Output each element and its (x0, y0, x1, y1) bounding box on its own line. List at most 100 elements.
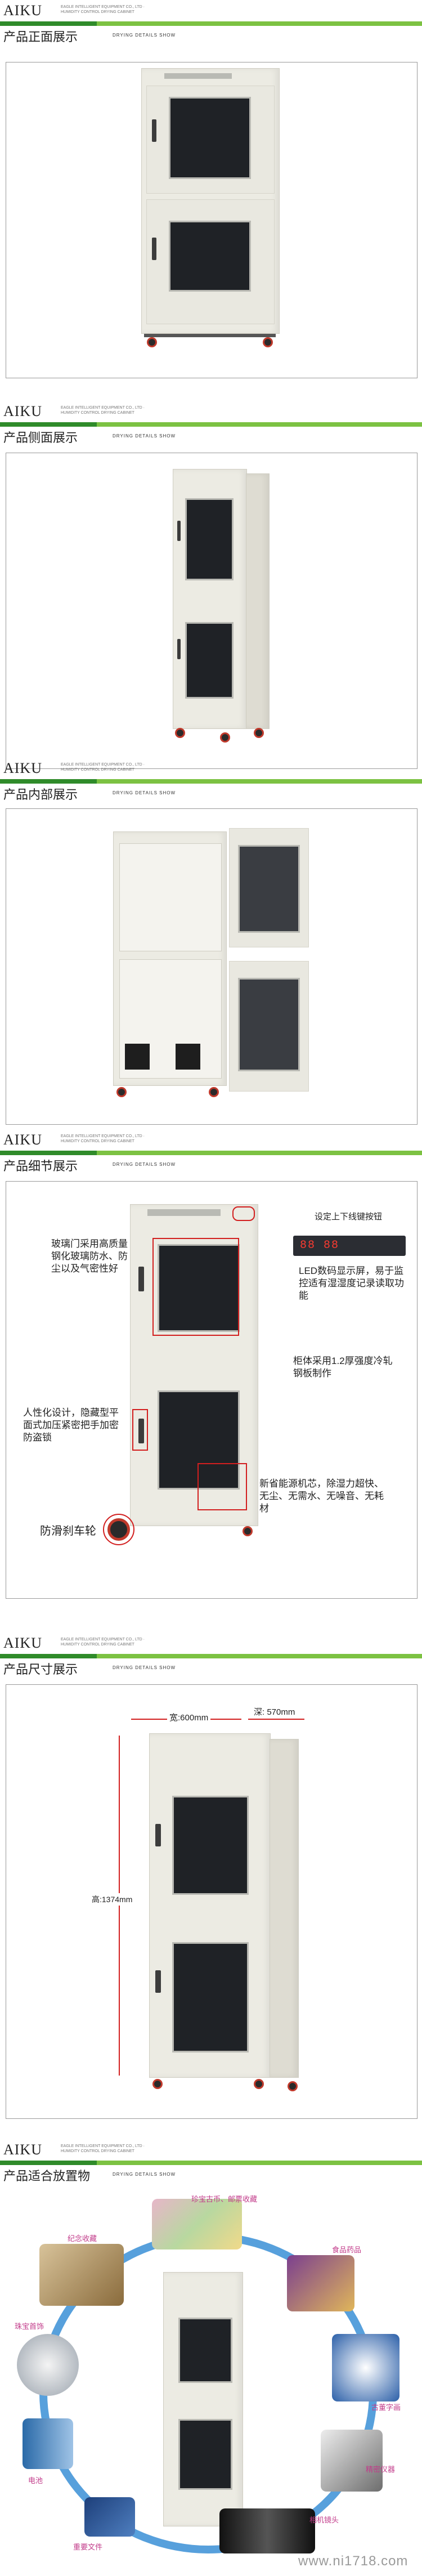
label-dryer: 新省能源机芯，除湿力超快、无尘、无需水、无噪音、无耗材 (259, 1478, 384, 1514)
wheel-icon (243, 1526, 253, 1536)
upper-compartment (119, 843, 222, 951)
jewelry-image (17, 2334, 79, 2396)
cabinet-side-panel (246, 473, 270, 729)
collection-image (39, 2244, 124, 2306)
food-medicine-image (287, 2255, 354, 2311)
height-line (119, 1736, 120, 2076)
led-display: 88 88 (293, 1236, 406, 1256)
section-title: 产品细节展示 (3, 1159, 78, 1173)
wheel-icon (209, 1087, 219, 1097)
section-title: 产品侧面展示 (3, 431, 78, 445)
product-frame (6, 453, 417, 769)
lower-window (178, 2419, 232, 2490)
section-header: AIKU EAGLE INTELLIGENT EQUIPMENT CO., LT… (0, 758, 422, 802)
section-header: AIKU EAGLE INTELLIGENT EQUIPMENT CO., LT… (0, 2139, 422, 2183)
label-handle: 人性化设计，隐藏型平面式加压紧密把手加密防盗锁 (23, 1407, 119, 1443)
section-title: 产品正面展示 (3, 30, 78, 44)
section-header: AIKU EAGLE INTELLIGENT EQUIPMENT CO., LT… (0, 0, 422, 44)
section-subtitle: DRYING DETAILS SHOW (113, 33, 176, 38)
lower-handle (138, 1419, 144, 1443)
product-frame (6, 62, 417, 378)
cabinet-side-panel (270, 1739, 299, 2078)
lower-window (158, 1390, 240, 1490)
brand-logo: AIKU (3, 1132, 42, 1148)
label-right2: 古董字画 (371, 2403, 401, 2412)
cabinet (130, 1204, 258, 1526)
label-left4: 重要文件 (73, 2543, 103, 2551)
brand-tagline: EAGLE INTELLIGENT EQUIPMENT CO., LTD · H… (61, 2144, 145, 2153)
dimension-width: 宽:600mm (167, 1712, 211, 1724)
section-details: AIKU EAGLE INTELLIGENT EQUIPMENT CO., LT… (0, 1129, 422, 1630)
brand-logo: AIKU (3, 403, 42, 419)
brand-logo: AIKU (3, 2, 42, 19)
upper-window (238, 845, 300, 933)
lower-handle (155, 1970, 161, 1993)
cabinet (149, 1733, 271, 2078)
upper-window (185, 498, 234, 580)
wheel-icon (263, 337, 273, 347)
control-panel (164, 73, 232, 79)
upper-handle (155, 1824, 161, 1846)
dryer-highlight (197, 1463, 247, 1510)
items-frame: 珍宝古币、邮票收藏 纪念收藏 珠宝首饰 电池 重要文件 食品药品 古董字画 精密… (6, 2193, 416, 2569)
instrument-image (321, 2430, 383, 2492)
label-glass: 玻璃门采用高质量钢化玻璃防水、防尘以及气密性好 (51, 1238, 128, 1274)
dimension-height: 高:1374mm (91, 1893, 134, 1906)
upper-window (169, 97, 251, 179)
upper-window (158, 1244, 240, 1332)
window-highlight (152, 1238, 239, 1336)
cabinet-open (113, 831, 227, 1086)
section-side: AIKU EAGLE INTELLIGENT EQUIPMENT CO., LT… (0, 401, 422, 806)
label-left3: 电池 (28, 2476, 43, 2485)
battery-image (23, 2418, 73, 2469)
wheel-icon (254, 2079, 264, 2089)
wheel-icon (116, 1087, 127, 1097)
section-subtitle: DRYING DETAILS SHOW (113, 1162, 176, 1167)
brand-logo: AIKU (3, 2141, 42, 2158)
wheel-icon (288, 2081, 298, 2091)
antique-image (332, 2334, 399, 2401)
upper-handle (177, 521, 181, 541)
product-frame (6, 808, 417, 1125)
control-panel (147, 1209, 221, 1216)
lower-window (185, 622, 234, 699)
lower-handle (177, 639, 181, 659)
documents-image (84, 2497, 135, 2537)
watermark: www.ni1718.com (298, 2553, 408, 2569)
label-buttons: 设定上下线键按钮 (315, 1212, 383, 1222)
section-subtitle: DRYING DETAILS SHOW (113, 2172, 176, 2177)
header-bar (0, 422, 422, 427)
brand-tagline: EAGLE INTELLIGENT EQUIPMENT CO., LTD · H… (61, 763, 145, 772)
upper-handle (152, 119, 156, 142)
header-bar (0, 21, 422, 26)
wheel-icon (175, 728, 185, 738)
section-title: 产品尺寸展示 (3, 1662, 78, 1676)
dimension-depth: 深: 570mm (252, 1706, 298, 1719)
lower-window (172, 1942, 249, 2052)
wheel-icon (152, 2079, 163, 2089)
header-bar (0, 1151, 422, 1155)
label-plate: 柜体采用1.2厚强度冷轧钢板制作 (293, 1356, 393, 1379)
handle-highlight (132, 1409, 148, 1451)
wheel-highlight (103, 1514, 134, 1545)
header-bar (0, 1654, 422, 1658)
lower-handle (152, 238, 156, 260)
brand-tagline: EAGLE INTELLIGENT EQUIPMENT CO., LTD · H… (61, 5, 145, 14)
brand-tagline: EAGLE INTELLIGENT EQUIPMENT CO., LTD · H… (61, 1134, 145, 1143)
header-bar (0, 779, 422, 784)
section-front: AIKU EAGLE INTELLIGENT EQUIPMENT CO., LT… (0, 0, 422, 405)
label-right1: 食品药品 (332, 2246, 362, 2254)
section-subtitle: DRYING DETAILS SHOW (113, 433, 176, 439)
section-header: AIKU EAGLE INTELLIGENT EQUIPMENT CO., LT… (0, 401, 422, 445)
cabinet (141, 68, 280, 334)
label-top: 珍宝古币、邮票收藏 (191, 2195, 258, 2203)
dryer-module (125, 1044, 150, 1070)
lower-window (238, 978, 300, 1071)
section-interior: AIKU EAGLE INTELLIGENT EQUIPMENT CO., LT… (0, 758, 422, 1141)
depth-line (248, 1719, 304, 1720)
camera-lens-image (219, 2508, 315, 2553)
base-frame (144, 334, 276, 337)
brand-logo: AIKU (3, 1635, 42, 1651)
dimension-frame: 宽:600mm 深: 570mm 高:1374mm (6, 1684, 417, 2119)
coins-stamps-image (152, 2199, 242, 2249)
